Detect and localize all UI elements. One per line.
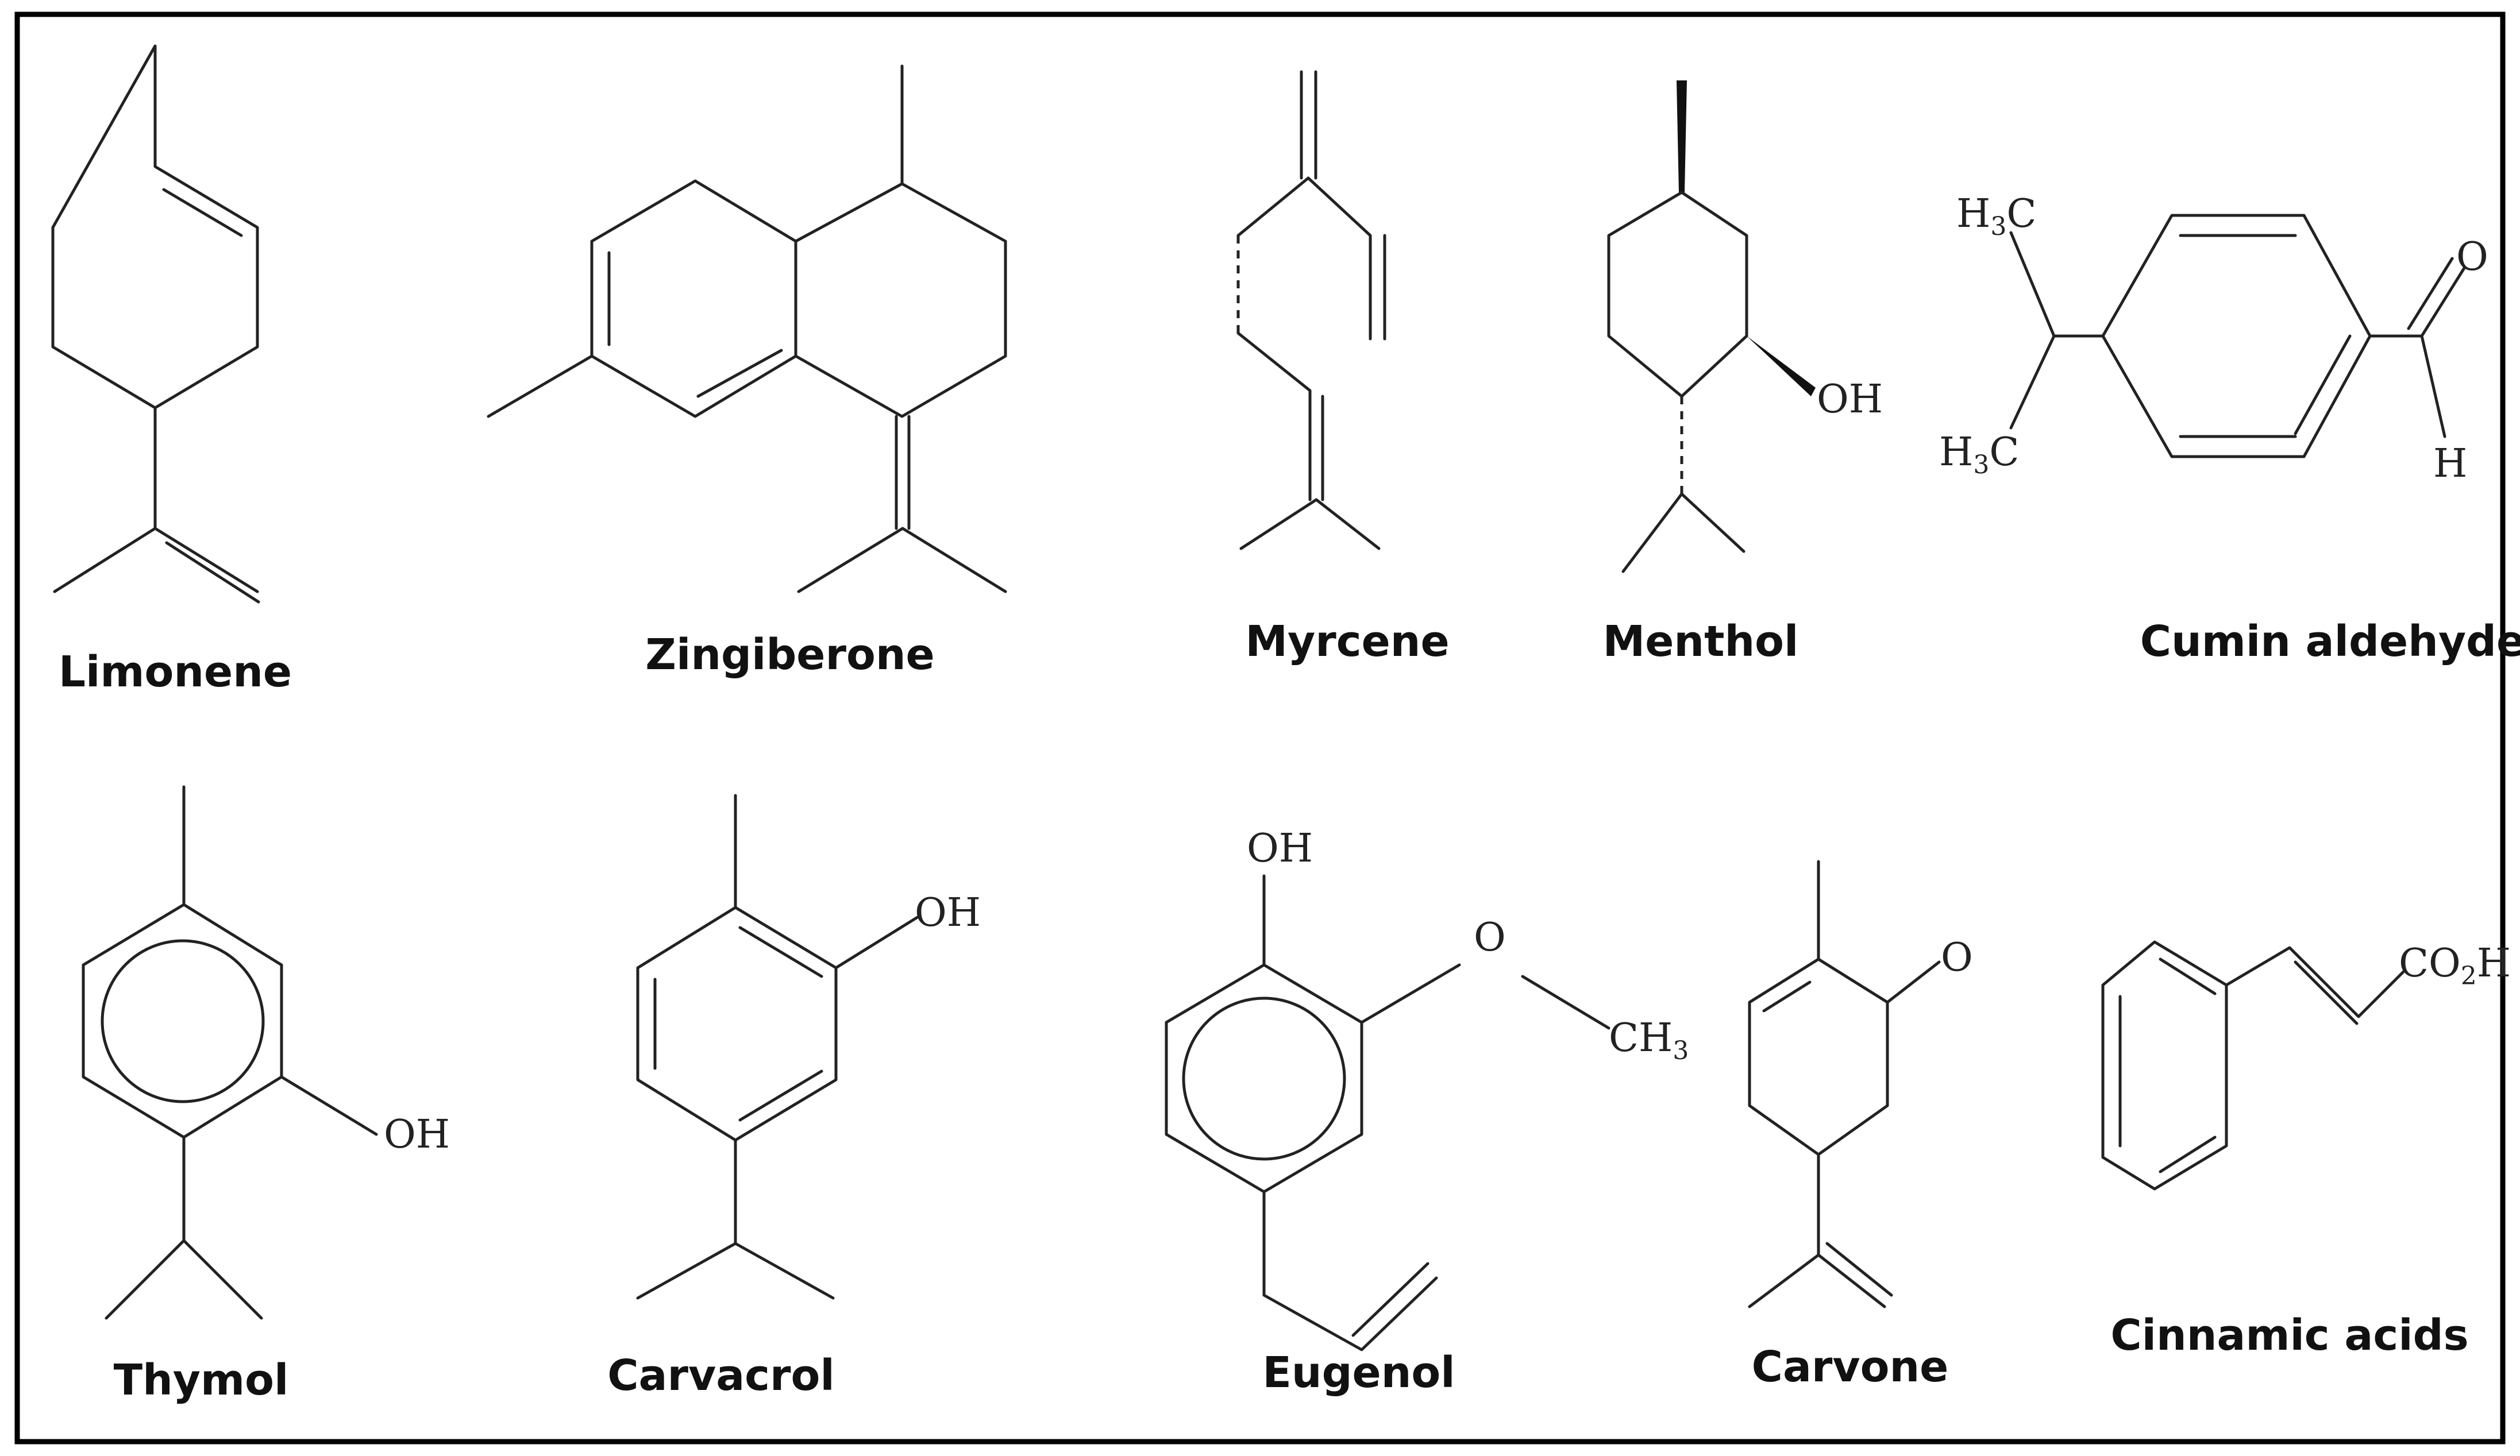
cinnamic-co2h-label: CO2H <box>2399 941 2511 991</box>
carvacrol-oh-label: OH <box>915 890 981 936</box>
cinnamic-acids-label: Cinnamic acids <box>2110 1311 2468 1360</box>
carvacrol-label: Carvacrol <box>607 1351 834 1400</box>
eugenol-oh-label: OH <box>1247 826 1313 871</box>
cumin-h-label: H <box>2433 441 2467 486</box>
cumin-h3c-top-label: H3C <box>1956 191 2036 241</box>
carvone-label: Carvone <box>1752 1342 1949 1392</box>
cinnamic-acids-structure <box>2101 940 2406 1191</box>
zingiberone-structure <box>487 64 1007 593</box>
myrcene-structure <box>1236 70 1386 550</box>
thymol-oh-label: OH <box>384 1112 450 1157</box>
myrcene-label: Myrcene <box>1245 617 1449 666</box>
menthol-label: Menthol <box>1603 617 1799 666</box>
cumin-o-label: O <box>2456 234 2488 280</box>
carvone-o-label: O <box>1941 935 1973 980</box>
eugenol-ch3-label: CH3 <box>1609 1015 1689 1065</box>
eugenol-structure <box>1165 874 1610 1351</box>
thymol-label: Thymol <box>114 1355 289 1405</box>
limonene-structure <box>51 44 260 604</box>
figure-frame <box>14 11 2506 1445</box>
menthol-oh-label: OH <box>1817 377 1883 422</box>
carvone-structure <box>1748 860 1941 1308</box>
limonene-label: Limonene <box>59 647 292 697</box>
eugenol-o-label: O <box>1474 915 1506 960</box>
cumin-aldehyde-structure <box>2009 214 2467 458</box>
zingiberone-label: Zingiberone <box>645 630 934 679</box>
cumin-aldehyde-label: Cumin aldehyde <box>2140 617 2520 666</box>
cumin-h3c-bottom-label: H3C <box>1939 430 2019 480</box>
carvacrol-structure <box>636 794 921 1300</box>
thymol-structure <box>82 785 378 1320</box>
menthol-structure <box>1607 80 1816 573</box>
eugenol-label: Eugenol <box>1262 1348 1455 1397</box>
